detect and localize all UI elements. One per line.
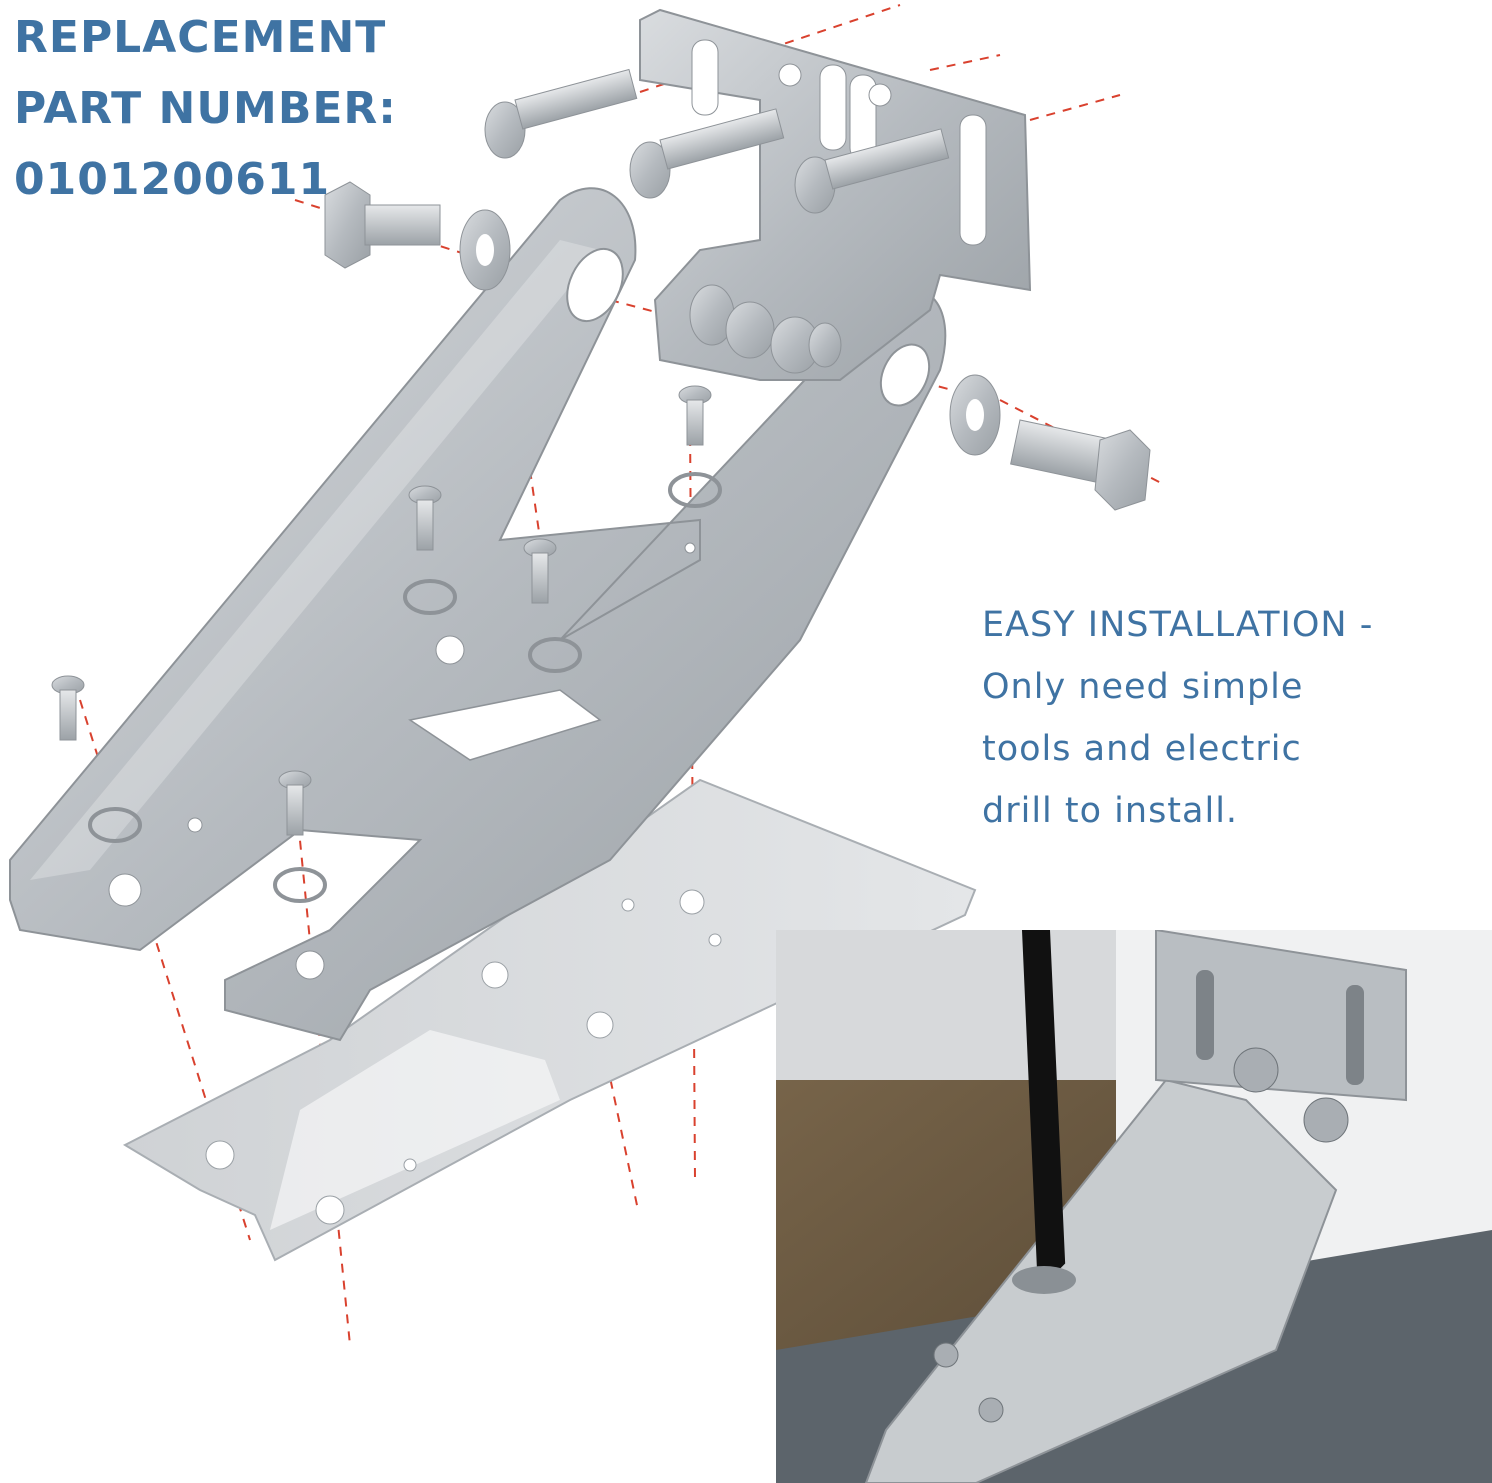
heading-line: REPLACEMENT: [14, 12, 387, 63]
part-number-heading: REPLACEMENT PART NUMBER: 0101200611: [14, 2, 397, 215]
v-bracket: [9, 187, 947, 1042]
screw-icon: [678, 385, 712, 446]
base-plate: [122, 778, 977, 1262]
screw-icon: [51, 675, 85, 741]
hardware: [51, 68, 1151, 903]
bolt-icon: [1010, 419, 1151, 511]
part-number: 0101200611: [14, 154, 331, 205]
screw-icon: [523, 538, 557, 604]
screw-icon: [629, 108, 785, 199]
feature-line: tools and electric: [982, 729, 1302, 769]
screw-icon: [794, 128, 950, 214]
screw-icon: [408, 485, 442, 551]
washer-icon: [949, 374, 1001, 456]
washer-icon: [459, 209, 511, 291]
feature-line: Only need simple: [982, 667, 1304, 707]
transom-mount-bracket: [639, 8, 1032, 381]
heading-line: PART NUMBER:: [14, 83, 397, 134]
bolt-icon: [324, 181, 441, 269]
screw-icon: [278, 770, 312, 836]
lock-washer-icon: [88, 472, 722, 903]
nut-icon: [689, 284, 842, 374]
feature-line: drill to install.: [982, 791, 1239, 831]
screw-icon: [484, 68, 638, 159]
feature-line: EASY INSTALLATION -: [982, 605, 1374, 645]
installed-bracket-photo: [776, 930, 1492, 1483]
easy-installation-text: EASY INSTALLATION - Only need simple too…: [982, 594, 1373, 842]
